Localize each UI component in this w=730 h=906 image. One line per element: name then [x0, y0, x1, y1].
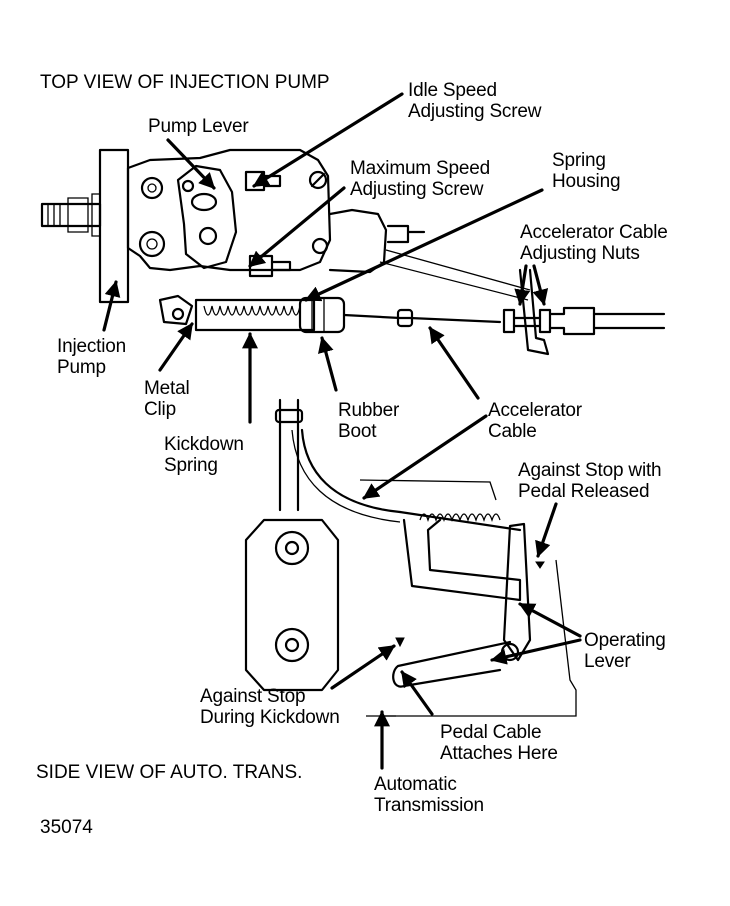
pump-boss-2-inner	[146, 238, 158, 250]
transmission-drawing	[244, 398, 577, 717]
leader-pump-lever	[166, 138, 216, 190]
cable-ferrule	[396, 308, 414, 328]
pump-lever-plate	[176, 164, 238, 270]
label-stop-during-kickdown: Against Stop During Kickdown	[200, 686, 340, 728]
label-automatic-transmission: Automatic Transmission	[374, 774, 484, 816]
leader-operating-lever-1	[518, 602, 582, 638]
label-operating-lever: Operating Lever	[584, 630, 666, 672]
max-speed-screw-head	[308, 170, 328, 190]
label-pump-lever: Pump Lever	[148, 116, 249, 137]
leader-pedal-cable	[400, 670, 434, 716]
leader-accelerator-cable-side	[362, 414, 488, 500]
label-max-speed-screw: Maximum Speed Adjusting Screw	[350, 158, 490, 200]
title-side-view: SIDE VIEW OF AUTO. TRANS.	[36, 762, 303, 783]
transmission-plate	[244, 518, 340, 692]
pump-right-housing	[328, 208, 388, 274]
shaft-threads	[47, 193, 101, 237]
accelerator-cable-curve-2	[291, 429, 401, 523]
label-idle-speed-screw: Idle Speed Adjusting Screw	[408, 80, 542, 122]
leader-accelerator-cable-top	[428, 326, 480, 400]
pump-boss-2	[138, 230, 166, 258]
plate-hole-lower-inner	[284, 637, 300, 653]
plate-hole-lower	[274, 627, 310, 663]
boot-ribs	[311, 298, 325, 332]
label-spring-housing: Spring Housing	[552, 150, 621, 192]
accelerator-cable-curve	[300, 428, 402, 514]
leader-spring-housing	[304, 188, 544, 302]
max-speed-screw-slot	[310, 172, 326, 188]
pump-lever-pivot	[181, 179, 195, 193]
operating-bracket	[402, 518, 522, 602]
leader-adjusting-nuts-2	[532, 264, 549, 306]
lever-bracket	[158, 294, 194, 326]
spring-housing-tube	[194, 298, 316, 332]
pump-lever-hole-1	[190, 192, 218, 212]
cable-guide-clamp	[274, 408, 304, 424]
stop-tab	[395, 637, 405, 648]
bracket-hole	[171, 307, 185, 321]
label-pedal-cable-attaches: Pedal Cable Attaches Here	[440, 722, 558, 764]
body-bolt	[311, 237, 329, 255]
spring-rod	[398, 510, 522, 532]
leader-stop-released	[535, 502, 558, 558]
adjusting-nut-1	[502, 308, 516, 334]
label-cable-adjusting-nuts: Accelerator Cable Adjusting Nuts	[520, 222, 668, 264]
pump-body	[126, 148, 332, 272]
label-metal-clip: Metal Clip	[144, 378, 190, 420]
title-top-view: TOP VIEW OF INJECTION PUMP	[40, 72, 330, 93]
plate-hole-upper	[274, 530, 310, 566]
label-stop-pedal-released: Against Stop with Pedal Released	[518, 460, 662, 502]
pump-boss-1-inner	[147, 183, 157, 193]
label-accelerator-cable: Accelerator Cable	[488, 400, 582, 442]
upper-stop-tab	[535, 561, 545, 569]
label-rubber-boot: Rubber Boot	[338, 400, 400, 442]
label-kickdown-spring: Kickdown Spring	[164, 434, 244, 476]
pump-boss-1	[140, 176, 164, 200]
leader-adjusting-nuts-1	[514, 264, 531, 306]
leader-metal-clip	[158, 322, 194, 372]
label-injection-pump: Injection Pump	[57, 336, 126, 378]
cable-conduit	[512, 306, 596, 336]
pump-flange	[98, 148, 130, 304]
figure-number: 35074	[40, 817, 93, 838]
lower-screw	[270, 260, 292, 272]
pump-lever-hole-2	[198, 226, 218, 246]
leader-lines	[102, 92, 582, 770]
kickdown-spring-assembly	[194, 249, 666, 356]
throttle-link-lines	[379, 249, 531, 301]
adjusting-nut-2	[538, 308, 552, 334]
pedal-lever-arm	[392, 640, 512, 688]
leader-max-speed	[248, 186, 346, 268]
plate-hole-upper-inner	[284, 540, 300, 556]
leader-stop-kickdown	[330, 644, 396, 690]
kickdown-spring-coils	[203, 305, 301, 316]
leader-idle-speed	[252, 92, 404, 188]
rubber-boot	[298, 296, 346, 334]
cable-guide-tube	[278, 398, 300, 512]
lower-screw-block	[248, 254, 274, 278]
housing-detail	[386, 224, 426, 244]
leader-rubber-boot	[318, 336, 338, 392]
pump-drive-shaft	[40, 202, 102, 228]
leader-operating-lever-2	[490, 638, 582, 665]
injection-pump-drawing	[40, 148, 426, 326]
leader-injection-pump	[102, 280, 121, 332]
transmission-housing-outline	[359, 479, 577, 717]
operating-lever-arm	[502, 522, 532, 662]
cable-sheath-out	[592, 312, 666, 330]
accelerator-cable-top	[342, 313, 502, 324]
